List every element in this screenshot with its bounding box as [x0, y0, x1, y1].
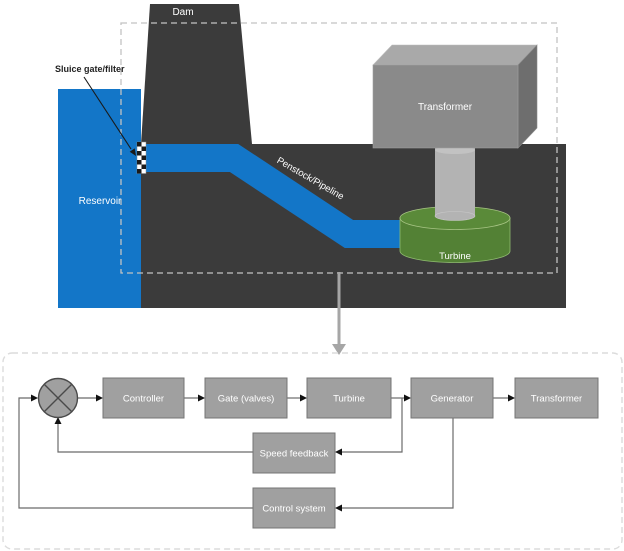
dam-label: Dam	[172, 7, 193, 18]
reservoir-label: Reservoir	[79, 196, 122, 207]
block-generator: Generator	[410, 377, 494, 419]
penstock-pipe	[141, 144, 433, 248]
block-speed-feedback-label: Speed feedback	[260, 449, 329, 460]
bottom-dashed-border	[2, 352, 623, 550]
dam-structure	[141, 4, 252, 144]
block-controller-label: Controller	[123, 394, 164, 405]
block-turbine: Turbine	[306, 377, 392, 419]
sluice-gate-label: Sluice gate/filter	[55, 64, 125, 74]
link-arrow-down	[332, 272, 346, 355]
connector-speed-loop	[57, 424, 253, 453]
connectors	[18, 394, 515, 512]
block-control-system: Control system	[252, 487, 336, 529]
turbine-cylinder	[399, 206, 511, 263]
sluice-gate-callout: Sluice gate/filter	[55, 64, 136, 156]
block-transformer: Transformer	[514, 377, 599, 419]
connector-control-loop	[18, 397, 253, 509]
sluice-callout-arrowhead	[129, 148, 136, 156]
turbine-label: Turbine	[439, 251, 471, 262]
junction-x-line-2	[43, 383, 73, 413]
sluice-callout-line	[83, 76, 132, 150]
block-control-system-label: Control system	[262, 504, 325, 515]
summing-junction	[37, 377, 79, 419]
block-controller: Controller	[102, 377, 185, 419]
block-speed-feedback: Speed feedback	[252, 432, 336, 474]
sluice-gate	[136, 141, 147, 174]
connector-generator-controlsystem	[341, 418, 454, 509]
connector-turbine-speedfeedback	[341, 398, 403, 453]
block-transformer-label: Transformer	[531, 394, 582, 405]
reservoir-water	[58, 89, 141, 308]
block-turbine-label: Turbine	[333, 394, 365, 405]
block-generator-label: Generator	[431, 394, 474, 405]
transformer-label: Transformer	[418, 102, 473, 113]
block-gate-valves-label: Gate (valves)	[218, 394, 275, 405]
transformer-3d-box: Transformer	[372, 44, 538, 149]
generator-shaft	[434, 146, 476, 221]
block-gate-valves: Gate (valves)	[204, 377, 288, 419]
